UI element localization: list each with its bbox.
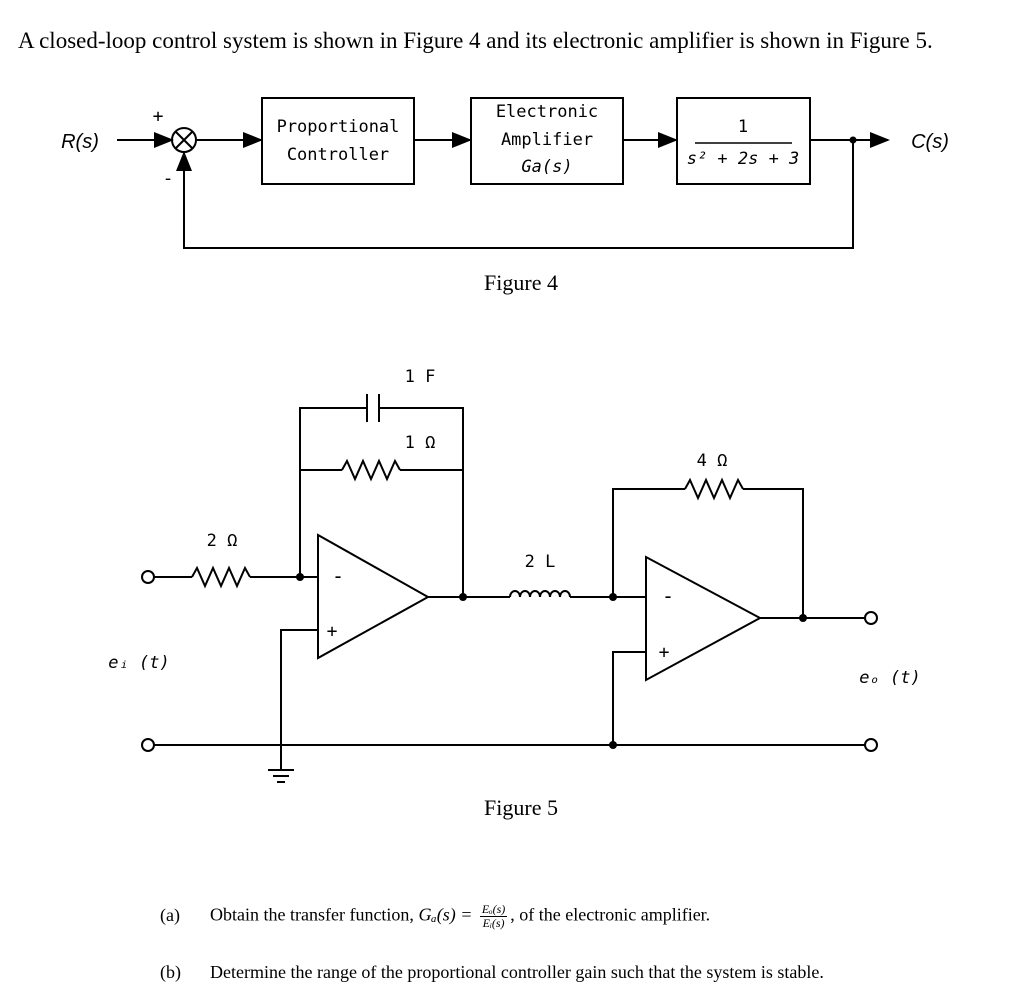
opamp-2-plus: + (659, 642, 670, 663)
amplifier-label-line1: Electronic (496, 102, 598, 122)
question-a-numerator: Eₒ(s) (479, 902, 508, 917)
input-terminal-bottom (141, 738, 155, 752)
opamp-1-minus: - (332, 564, 344, 588)
output-terminal-top (864, 611, 878, 625)
inductor-2L (509, 590, 571, 598)
figure-4-block-diagram (117, 97, 890, 249)
plant-block (676, 97, 811, 185)
plus-sign: + (153, 106, 164, 127)
junction-dots (296, 573, 807, 749)
input-voltage-label: eᵢ (t) (108, 653, 169, 673)
resistor-2-ohm (191, 565, 251, 589)
opamp-2-minus: - (662, 584, 674, 608)
ground-symbol (268, 769, 294, 783)
question-a-post: , of the electronic amplifier. (510, 904, 711, 925)
question-a-fraction: Eₒ(s) Eᵢ(s) (479, 902, 508, 930)
plant-denominator: s² + 2s + 3 (687, 149, 800, 169)
amplifier-label-line3: Ga(s) (521, 157, 572, 177)
output-voltage-label: eₒ (t) (859, 668, 920, 688)
proportional-controller-block (261, 97, 415, 185)
minus-sign: - (163, 168, 174, 189)
question-b-label: (b) (160, 962, 181, 982)
controller-label-line2: Controller (287, 145, 389, 165)
opamp-2 (645, 555, 763, 682)
input-terminal-top (141, 570, 155, 584)
figure-5-caption: Figure 5 (484, 795, 558, 820)
input-label: R(s) (61, 131, 99, 153)
question-a-lhs: Gₐ(s) = (418, 904, 473, 925)
opamp-1 (317, 533, 431, 660)
output-terminal-bottom (864, 738, 878, 752)
question-a-label: (a) (160, 904, 180, 925)
plant-numerator: 1 (738, 117, 748, 137)
question-b: (b) Determine the range of the proportion… (160, 962, 824, 983)
figure-4-caption: Figure 4 (484, 270, 558, 295)
resistor-4-ohm (684, 477, 744, 501)
figure-5-circuit (141, 394, 878, 783)
resistor-2-ohm-label: 2 Ω (207, 531, 238, 551)
capacitor-label: 1 F (405, 367, 436, 387)
question-b-text: Determine the range of the proportional … (210, 962, 824, 982)
question-a-pre: Obtain the transfer function, (210, 904, 414, 925)
summing-junction (171, 127, 197, 153)
pickoff-point (849, 136, 857, 144)
resistor-4-ohm-label: 4 Ω (697, 451, 728, 471)
resistor-1-ohm (341, 458, 401, 482)
amplifier-label-line2: Amplifier (501, 130, 593, 150)
question-a: (a) Obtain the transfer function, Gₐ(s) =… (160, 903, 710, 930)
question-a-denominator: Eᵢ(s) (482, 916, 505, 930)
controller-label-line1: Proportional (277, 117, 400, 137)
feedback-path (176, 140, 854, 249)
resistor-1-ohm-label: 1 Ω (405, 433, 436, 453)
intro-text: A closed-loop control system is shown in… (18, 28, 933, 53)
opamp-1-plus: + (327, 621, 338, 642)
inductor-label: 2 L (525, 552, 556, 572)
output-label: C(s) (911, 131, 949, 153)
